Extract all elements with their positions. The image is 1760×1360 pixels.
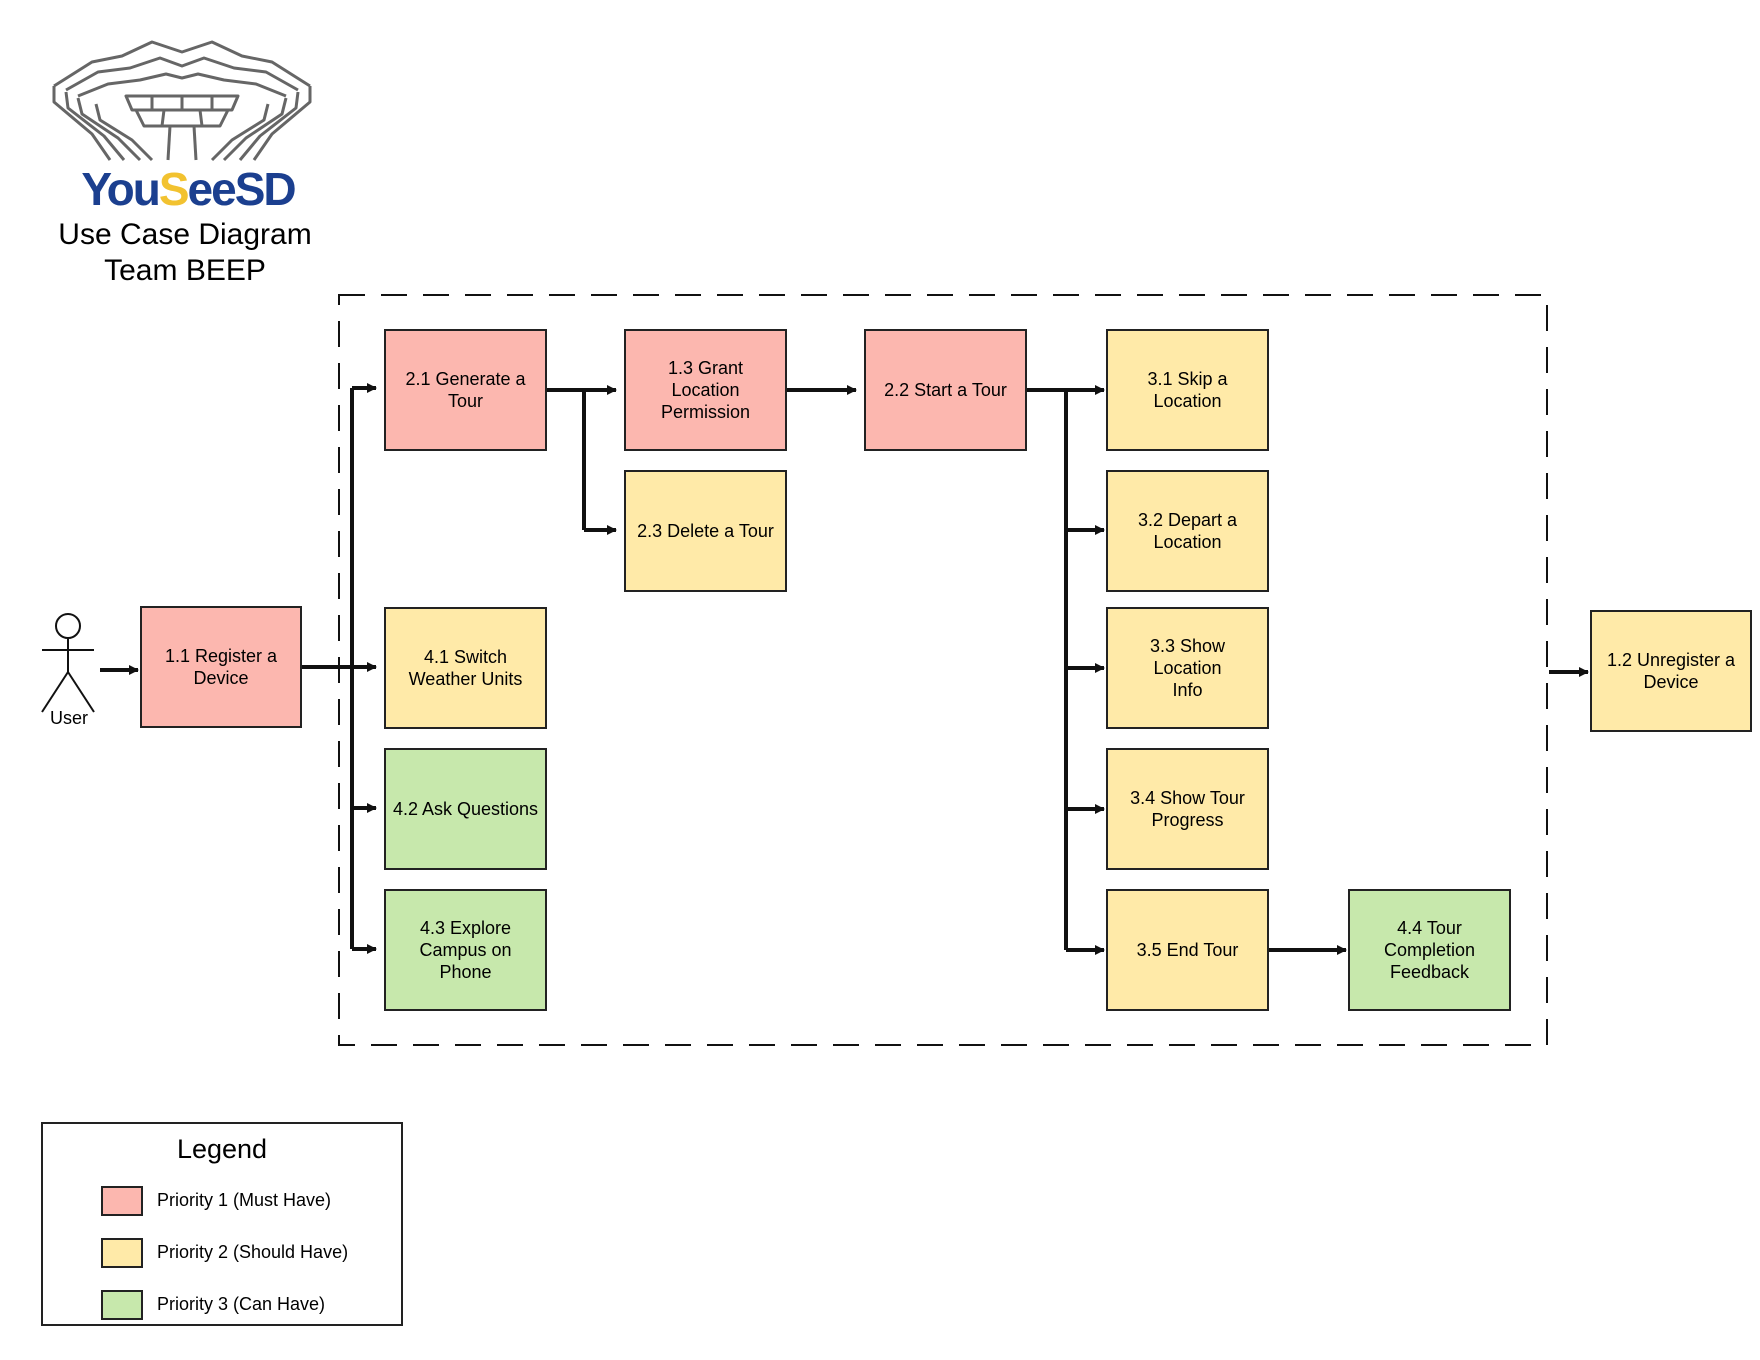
system-boundary	[338, 294, 1548, 1046]
team-name: Team BEEP	[104, 254, 266, 287]
legend-swatch-priority-3	[101, 1290, 143, 1320]
actor-user-figure	[41, 613, 95, 713]
use-case-generate-tour: 2.1 Generate a Tour	[384, 329, 547, 451]
legend-label-priority-1: Priority 1 (Must Have)	[157, 1190, 332, 1210]
use-case-switch-weather-units: 4.1 Switch Weather Units	[384, 607, 547, 729]
use-case-tour-completion-feedback: 4.4 Tour Completion Feedback	[1348, 889, 1511, 1011]
use-case-end-tour: 3.5 End Tour	[1106, 889, 1269, 1011]
use-case-register-device: 1.1 Register a Device	[140, 606, 302, 728]
use-case-depart-location: 3.2 Depart a Location	[1106, 470, 1269, 592]
use-case-show-location-info: 3.3 Show Location Info	[1106, 607, 1269, 729]
use-case-start-tour: 2.2 Start a Tour	[864, 329, 1027, 451]
legend-swatch-priority-2	[101, 1238, 143, 1268]
brand-logotype: YouSeeSD	[68, 162, 308, 216]
use-case-grant-location-permission: 1.3 Grant Location Permission	[624, 329, 787, 451]
legend: Legend Priority 1 (Must Have) Priority 2…	[41, 1122, 403, 1326]
use-case-unregister-device: 1.2 Unregister a Device	[1590, 610, 1752, 732]
logo-building-icon	[52, 40, 312, 162]
legend-label-priority-2: Priority 2 (Should Have)	[157, 1242, 349, 1262]
use-case-show-tour-progress: 3.4 Show Tour Progress	[1106, 748, 1269, 870]
brand-text-part2: eeSD	[187, 163, 297, 215]
use-case-skip-location: 3.1 Skip a Location	[1106, 329, 1269, 451]
legend-swatch-priority-1	[101, 1186, 143, 1216]
legend-title: Legend	[176, 1134, 268, 1164]
use-case-delete-tour: 2.3 Delete a Tour	[624, 470, 787, 592]
use-case-ask-questions: 4.2 Ask Questions	[384, 748, 547, 870]
legend-label-priority-3: Priority 3 (Can Have)	[157, 1294, 326, 1314]
brand-text-accent: S	[158, 163, 190, 215]
diagram-title: Use Case Diagram	[58, 218, 312, 251]
use-case-explore-campus: 4.3 Explore Campus on Phone	[384, 889, 547, 1011]
actor-user-label: User	[49, 708, 88, 728]
brand-text-part1: You	[81, 163, 160, 215]
